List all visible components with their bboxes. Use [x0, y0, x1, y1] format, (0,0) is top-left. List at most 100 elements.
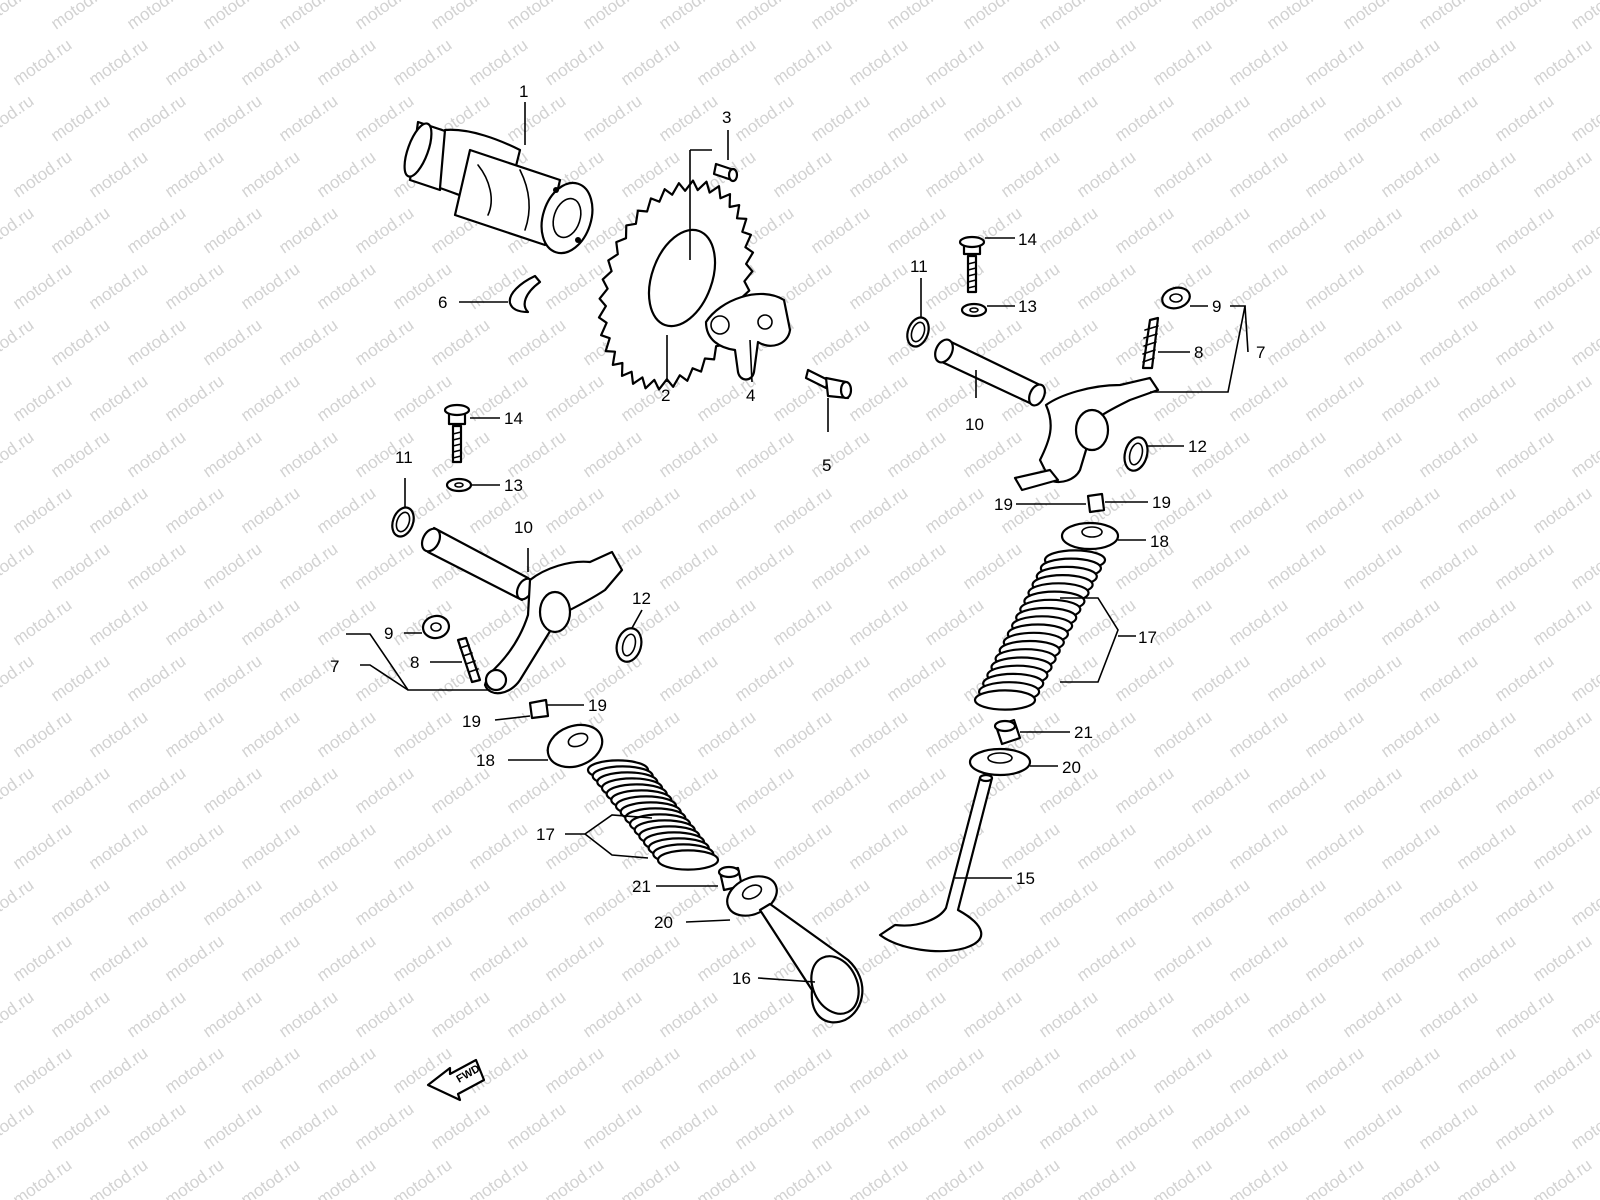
watermark-text: motod.ru: [1377, 595, 1443, 649]
watermark-text: motod.ru: [389, 931, 455, 985]
watermark-text: motod.ru: [1149, 707, 1215, 761]
watermark-text: motod.ru: [237, 931, 303, 985]
callout-17-lower: 17: [536, 825, 555, 844]
watermark-text: motod.ru: [1111, 203, 1177, 257]
callout-19-lower-right: 19: [588, 696, 607, 715]
shaft-washer-nut-upper: [1161, 286, 1191, 310]
watermark-text: motod.ru: [1377, 35, 1443, 89]
watermark-text: motod.ru: [427, 875, 493, 929]
watermark-text: motod.ru: [1529, 931, 1595, 985]
watermark-text: motod.ru: [161, 819, 227, 873]
watermark-text: motod.ru: [199, 203, 265, 257]
callout-16: 16: [732, 969, 751, 988]
watermark-text: motod.ru: [351, 91, 417, 145]
watermark-text: motod.ru: [655, 651, 721, 705]
watermark-text: motod.ru: [1339, 91, 1405, 145]
watermark-text: motod.ru: [807, 651, 873, 705]
watermark-text: motod.ru: [1339, 315, 1405, 369]
watermark-text: motod.ru: [1453, 707, 1519, 761]
watermark-text: motod.ru: [1035, 0, 1101, 33]
watermark-text: motod.ru: [503, 875, 569, 929]
watermark-text: motod.ru: [1225, 483, 1291, 537]
callout-12-lower: 12: [632, 589, 651, 608]
watermark-text: motod.ru: [9, 483, 75, 537]
watermark-text: motod.ru: [1111, 1099, 1177, 1153]
watermark-text: motod.ru: [845, 371, 911, 425]
watermark-text: motod.ru: [275, 427, 341, 481]
watermark-text: motod.ru: [1529, 1155, 1595, 1200]
watermark-text: motod.ru: [503, 315, 569, 369]
watermark-text: motod.ru: [655, 1099, 721, 1153]
watermark-text: motod.ru: [883, 203, 949, 257]
watermark-text: motod.ru: [1339, 427, 1405, 481]
watermark-text: motod.ru: [1187, 875, 1253, 929]
callout-6: 6: [438, 293, 447, 312]
watermark-text: motod.ru: [47, 763, 113, 817]
watermark-text: motod.ru: [959, 0, 1025, 33]
watermark-text: motod.ru: [161, 35, 227, 89]
watermark-text: motod.ru: [1187, 539, 1253, 593]
callout-8-upper: 8: [1194, 343, 1203, 362]
watermark-text: motod.ru: [845, 1155, 911, 1200]
watermark-text: motod.ru: [1529, 147, 1595, 201]
watermark-text: motod.ru: [1415, 763, 1481, 817]
watermark-text: motod.ru: [1035, 91, 1101, 145]
watermark-text: motod.ru: [47, 987, 113, 1041]
watermark-text: motod.ru: [161, 1155, 227, 1200]
watermark-text: motod.ru: [427, 651, 493, 705]
watermark-text: motod.ru: [1377, 819, 1443, 873]
watermark-text: motod.ru: [1567, 651, 1600, 705]
spring-retainer-lower: [546, 723, 604, 769]
watermark-text: motod.ru: [0, 763, 37, 817]
watermark-text: motod.ru: [123, 427, 189, 481]
watermark-text: motod.ru: [123, 651, 189, 705]
watermark-text: motod.ru: [1491, 91, 1557, 145]
spring-retainer-upper: [1060, 521, 1120, 551]
watermark-text: motod.ru: [1491, 539, 1557, 593]
watermark-text: motod.ru: [0, 315, 37, 369]
watermark-text: motod.ru: [1263, 987, 1329, 1041]
watermark-text: motod.ru: [427, 315, 493, 369]
watermark-text: motod.ru: [1491, 1099, 1557, 1153]
stem-seal-upper: [993, 718, 1022, 746]
watermark-text: motod.ru: [237, 483, 303, 537]
watermark-text: motod.ru: [883, 427, 949, 481]
watermark-text: motod.ru: [617, 1043, 683, 1097]
watermark-text: motod.ru: [1225, 35, 1291, 89]
watermark-text: motod.ru: [275, 875, 341, 929]
watermark-text: motod.ru: [1415, 875, 1481, 929]
watermark-text: motod.ru: [465, 819, 531, 873]
watermark-text: motod.ru: [85, 1155, 151, 1200]
watermark-text: motod.ru: [1225, 371, 1291, 425]
watermark-text: motod.ru: [1377, 371, 1443, 425]
watermark-text: motod.ru: [161, 931, 227, 985]
watermark-text: motod.ru: [1339, 651, 1405, 705]
intake-valve: [758, 902, 864, 1024]
watermark-text: motod.ru: [997, 147, 1063, 201]
watermark-text: motod.ru: [1225, 595, 1291, 649]
watermark-text: motod.ru: [1453, 1043, 1519, 1097]
watermark-text: motod.ru: [1453, 147, 1519, 201]
watermark-text: motod.ru: [1377, 1155, 1443, 1200]
watermark-text: motod.ru: [0, 203, 37, 257]
callout-4: 4: [746, 386, 755, 405]
watermark-text: motod.ru: [503, 763, 569, 817]
watermark-text: motod.ru: [1567, 987, 1600, 1041]
watermark-text: motod.ru: [9, 595, 75, 649]
watermark-text: motod.ru: [313, 259, 379, 313]
watermark-text: motod.ru: [389, 35, 455, 89]
watermark-text: motod.ru: [807, 1099, 873, 1153]
watermark-text: motod.ru: [1377, 147, 1443, 201]
watermark-text: motod.ru: [1263, 763, 1329, 817]
watermark-text: motod.ru: [1225, 147, 1291, 201]
watermark-text: motod.ru: [541, 371, 607, 425]
watermark-text: motod.ru: [1225, 819, 1291, 873]
watermark-text: motod.ru: [0, 1099, 37, 1153]
watermark-text: motod.ru: [807, 315, 873, 369]
watermark-text: motod.ru: [1453, 371, 1519, 425]
callout-17-upper: 17: [1138, 628, 1157, 647]
valve-spring-lower: [586, 759, 720, 871]
watermark-text: motod.ru: [693, 707, 759, 761]
watermark-text: motod.ru: [275, 203, 341, 257]
watermark-text: motod.ru: [693, 1043, 759, 1097]
